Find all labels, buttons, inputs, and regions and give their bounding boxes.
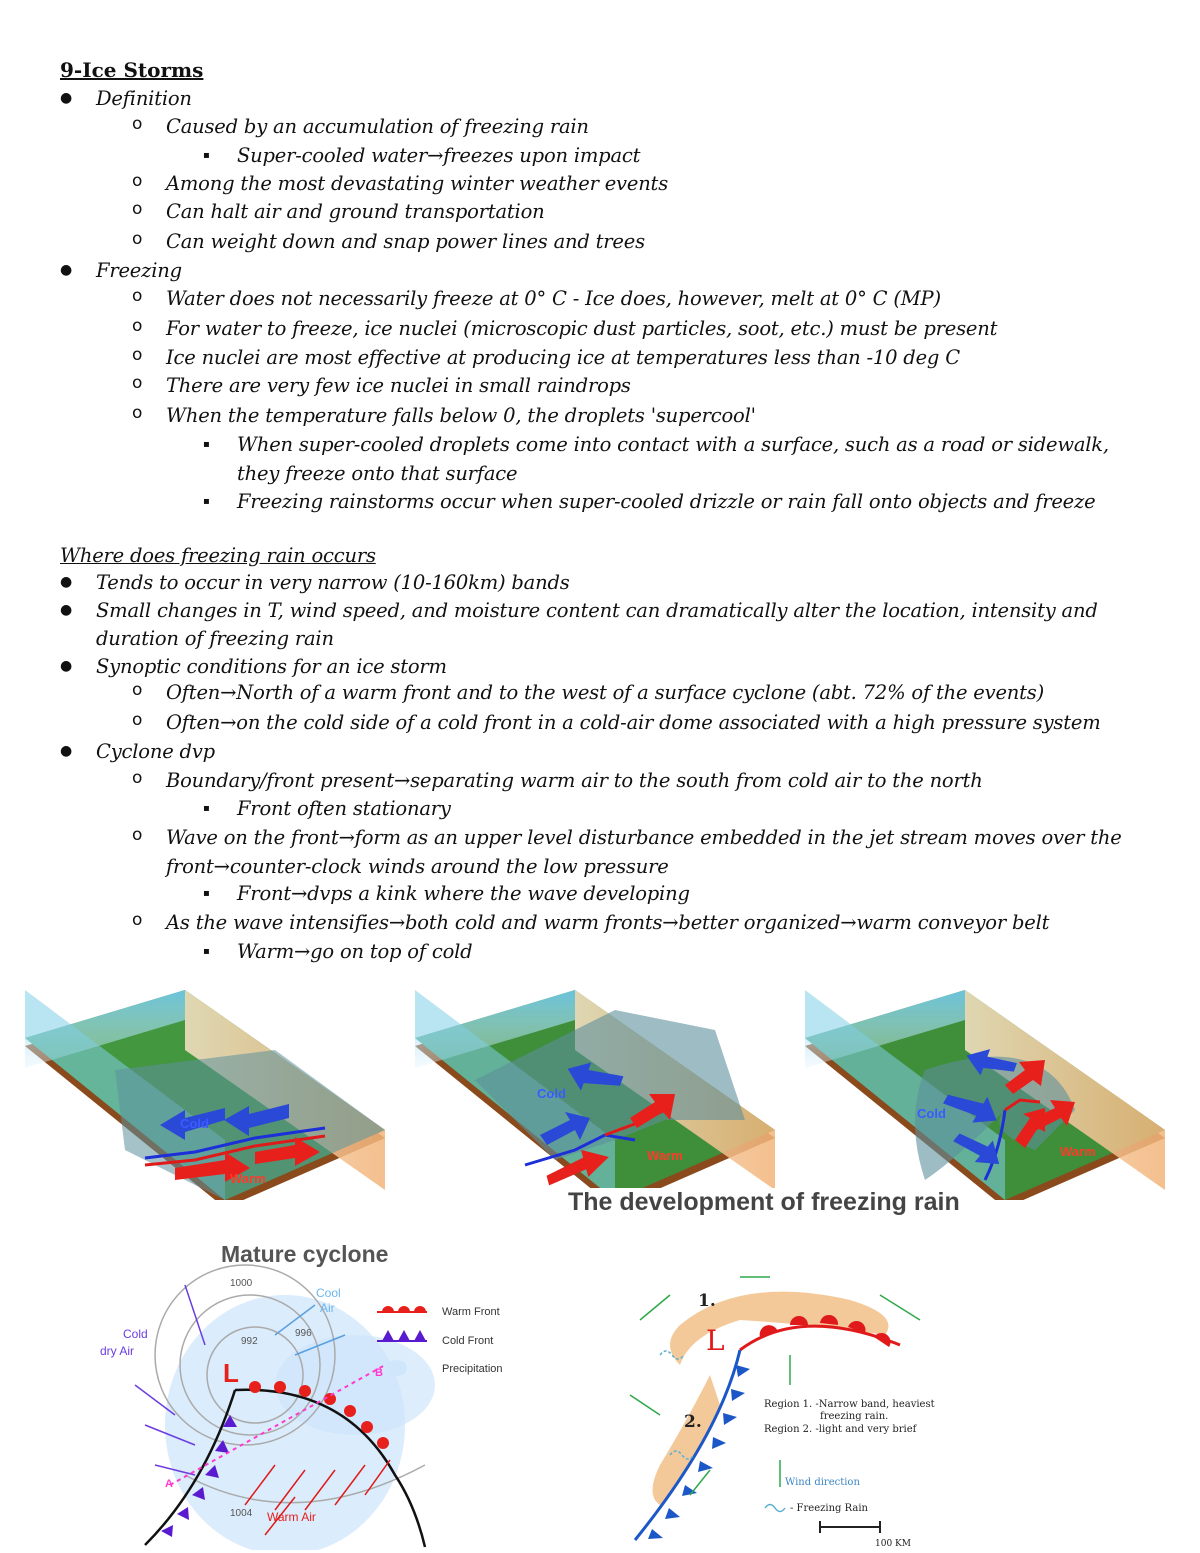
wind-direction-legend: Wind direction [785, 1477, 860, 1488]
outline-item: Small changes in T, wind speed, and mois… [96, 599, 1098, 622]
bullet-marker: ▪ [203, 803, 210, 814]
bullet-marker: o [132, 114, 143, 134]
region-1-description: Region 1. -Narrow band, heaviest [764, 1399, 935, 1410]
legend-precipitation: Precipitation [442, 1363, 503, 1375]
bullet-marker: ● [60, 658, 73, 674]
bullet-marker: ● [60, 743, 73, 759]
low-pressure-label: L [223, 1358, 239, 1388]
bullet-marker: ● [60, 262, 73, 278]
bullet-marker: o [132, 286, 143, 306]
bullet-marker: ▪ [203, 888, 210, 899]
cool-air-label-1: Cool [316, 1286, 341, 1300]
outline-item: There are very few ice nuclei in small r… [166, 374, 631, 397]
bullet-marker: ● [60, 574, 73, 590]
bullet-marker: o [132, 171, 143, 191]
cold-dry-air-label-1: Cold [123, 1327, 148, 1341]
low-marker: L [706, 1324, 725, 1357]
bullet-marker: o [132, 825, 143, 845]
outline-item: Caused by an accumulation of freezing ra… [166, 115, 589, 138]
bullet-marker: o [132, 345, 143, 365]
freezing-rain-legend: - Freezing Rain [790, 1503, 869, 1514]
bullet-marker: o [132, 373, 143, 393]
bullet-marker: ▪ [203, 946, 210, 957]
bullet-marker: ▪ [203, 439, 210, 450]
legend-warm-front: Warm Front [442, 1306, 500, 1318]
cold-label: Cold [180, 1116, 209, 1131]
outline-item: Cyclone dvp [96, 740, 215, 763]
warm-label-3: Warm [1060, 1144, 1096, 1159]
point-b-label: B [375, 1367, 383, 1379]
cool-air-label-2: Air [320, 1301, 335, 1315]
legend: Warm Front Cold Front Precipitation [377, 1306, 503, 1376]
cold-label-3: Cold [917, 1106, 946, 1121]
outline-item: Among the most devastating winter weathe… [166, 172, 668, 195]
cold-label-2: Cold [537, 1086, 566, 1101]
outline-item: they freeze onto that surface [237, 462, 518, 485]
bullet-marker: ● [60, 602, 73, 618]
bullet-marker: o [132, 199, 143, 219]
bullet-marker: o [132, 910, 143, 930]
bullet-marker: ● [60, 90, 73, 106]
outline-item: Tends to occur in very narrow (10-160km)… [96, 571, 570, 594]
scale-label: 100 KM [875, 1539, 911, 1549]
outline-item: Synoptic conditions for an ice storm [96, 655, 447, 678]
isobar-992: 992 [241, 1336, 258, 1347]
outline-item: Definition [96, 87, 192, 110]
outline-item: duration of freezing rain [96, 627, 334, 650]
outline-item: Front often stationary [237, 797, 451, 820]
block-diagram-1: Cold Warm [25, 990, 385, 1200]
legend-cold-front: Cold Front [442, 1335, 493, 1347]
outline-item: Can halt air and ground transportation [166, 200, 545, 223]
outline-item: Ice nuclei are most effective at produci… [166, 346, 960, 369]
region-2-description: Region 2. -light and very brief [764, 1424, 918, 1435]
figure-caption: The development of freezing rain [562, 1188, 966, 1217]
bullet-marker: o [132, 680, 143, 700]
outline-item: Wave on the front→form as an upper level… [166, 826, 1122, 849]
freezing-rain-regions-diagram: 1. 2. L Region 1. -Narrow band, heaviest… [629, 1276, 935, 1549]
outline-item: When the temperature falls below 0, the … [166, 404, 756, 427]
outline-item: Super-cooled water→freezes upon impact [237, 144, 641, 167]
outline-item: As the wave intensifies→both cold and wa… [166, 911, 1050, 934]
isobar-1004: 1004 [230, 1508, 253, 1519]
outline-item: Water does not necessarily freeze at 0° … [166, 287, 941, 310]
isobar-996: 996 [295, 1328, 312, 1339]
warm-label: Warm [230, 1171, 266, 1186]
outline-item: Freezing rainstorms occur when super-coo… [237, 490, 1096, 513]
region-1-description-cont: freezing rain. [820, 1411, 888, 1422]
region-2-marker: 2. [684, 1412, 702, 1432]
block-diagram-3: Cold Warm [805, 990, 1165, 1200]
region-1-marker: 1. [698, 1291, 716, 1311]
outline-item: Freezing [96, 259, 182, 282]
outline-item: front→counter-clock winds around the low… [166, 855, 669, 878]
bullet-marker: o [132, 316, 143, 336]
page-title: 9-Ice Storms [60, 58, 204, 82]
outline-item: For water to freeze, ice nuclei (microsc… [166, 317, 998, 340]
cold-dry-air-label-2: dry Air [100, 1344, 134, 1358]
warm-air-label: Warm Air [267, 1510, 316, 1524]
section-heading: Where does freezing rain occurs [60, 544, 376, 567]
bullet-marker: o [132, 768, 143, 788]
outline-item: Often→North of a warm front and to the w… [166, 681, 1045, 704]
bullet-marker: ▪ [203, 496, 210, 507]
outline-item: Front→dvps a kink where the wave develop… [237, 882, 690, 905]
bullet-marker: o [132, 403, 143, 423]
point-a-label: A [165, 1478, 173, 1490]
outline-item: Boundary/front present→separating warm a… [166, 769, 983, 792]
outline-item: Can weight down and snap power lines and… [166, 230, 645, 253]
block-diagram-2: Cold Warm [415, 990, 775, 1200]
bullet-marker: o [132, 710, 143, 730]
outline-item: When super-cooled droplets come into con… [237, 433, 1109, 456]
warm-label-2: Warm [647, 1148, 683, 1163]
bullet-marker: ▪ [203, 150, 210, 161]
isobar-1000: 1000 [230, 1278, 253, 1289]
outline-item: Often→on the cold side of a cold front i… [166, 711, 1101, 734]
mature-cyclone-title: Mature cyclone [221, 1241, 388, 1267]
bullet-marker: o [132, 229, 143, 249]
mature-cyclone-diagram: Mature cyclone L A B 1000 992 996 1004 C… [100, 1241, 503, 1550]
outline-item: Warm→go on top of cold [237, 940, 473, 963]
